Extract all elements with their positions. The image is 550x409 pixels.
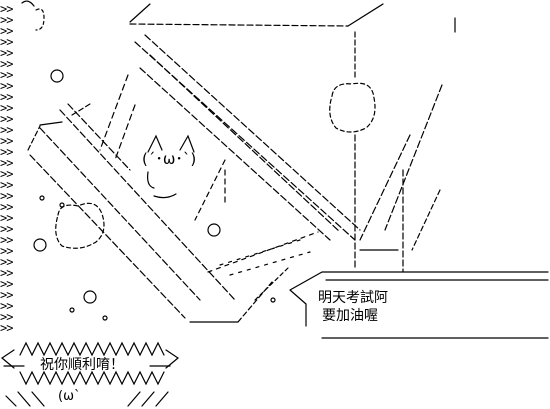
- frame-line: [139, 67, 331, 241]
- cheer-spikes-top: [19, 341, 165, 357]
- fuzzy-blob: [55, 202, 105, 249]
- frame-line: [359, 134, 411, 241]
- frame-line: [39, 127, 201, 301]
- frame-line: [384, 84, 443, 231]
- frame-line: [347, 3, 384, 27]
- frame-line: [99, 74, 129, 151]
- bottom-face: (ω`: [58, 389, 81, 404]
- frame-line: [129, 3, 151, 23]
- bubble: [33, 238, 47, 252]
- frame-line: [29, 154, 186, 319]
- frame-line: [411, 189, 441, 251]
- character-arm: [147, 171, 155, 189]
- cheer-spikes-bottom: [19, 370, 165, 386]
- cheer-left-bracket: [0, 349, 15, 369]
- cheer-right-bracket: [165, 349, 180, 369]
- frame-line: [129, 23, 349, 27]
- character-ear: [179, 134, 195, 153]
- character-face: (´･ω･`): [142, 150, 197, 168]
- speech-bubble-line-2: 要加油喔: [322, 308, 378, 324]
- frame-line: [39, 121, 63, 126]
- character-ear: [147, 134, 163, 153]
- frame-line: [71, 103, 91, 116]
- left-chevron-column: >> >> >> >> >> >> >> >> >> >> >> >> >> >…: [0, 2, 13, 335]
- frame-line: [144, 34, 361, 231]
- bubble: [50, 69, 64, 83]
- frame-line: [254, 267, 289, 301]
- cheer-text: 祝你順利唷！: [40, 357, 124, 373]
- bubble: [102, 315, 108, 321]
- top-left-arc: [21, 0, 35, 7]
- top-left-bubble: [35, 8, 45, 31]
- bubble: [207, 223, 221, 237]
- bubble: [39, 195, 45, 201]
- bubble: [83, 290, 97, 304]
- lamp-blob: [329, 82, 376, 133]
- speech-bubble-outline: [289, 271, 549, 339]
- motion-line: [229, 251, 311, 276]
- bottom-slashes: [5, 391, 169, 407]
- frame-line: [67, 103, 131, 171]
- bubble: [270, 297, 276, 303]
- frame-line: [149, 54, 341, 233]
- bubble: [69, 307, 75, 313]
- speech-bubble-line-1: 明天考試阿: [318, 290, 388, 306]
- frame-line: [114, 104, 136, 161]
- frame-line: [27, 125, 41, 151]
- frame-line: [59, 109, 236, 301]
- character-body: [153, 193, 177, 199]
- frame-line: [194, 159, 226, 221]
- frame-line: [134, 41, 356, 241]
